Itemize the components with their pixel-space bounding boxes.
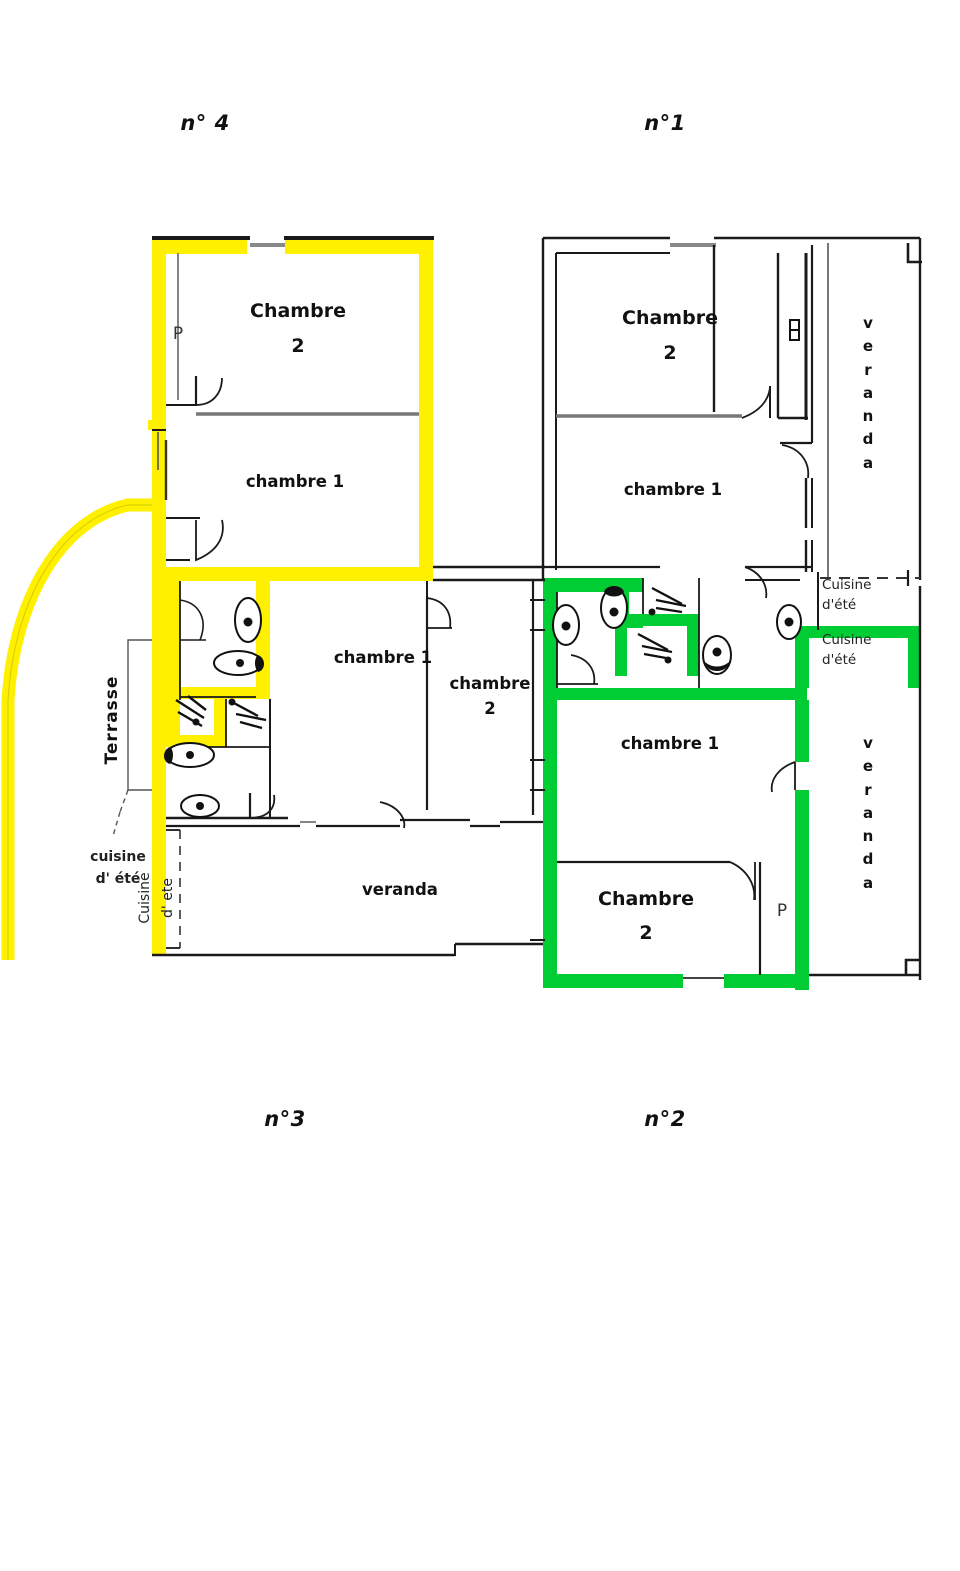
veranda-letter: a [862,453,874,472]
room-label-n1-veranda: v e r a n d a [856,312,880,475]
room-label-n1-chambre-2: Chambre [622,307,718,329]
room-label-n1-cuisine-ete-line2: d'été [822,597,857,613]
veranda-letter: a [862,383,874,402]
annotation-cuisine-ete-line1: cuisine [90,849,146,865]
veranda-letter: d [862,850,874,869]
green-highlight-walls [543,578,920,990]
room-label-n4-chambre-2-number: 2 [291,335,305,357]
room-label-n3-chambre-2-number: 2 [484,699,496,718]
room-label-n2-veranda: v e r a n d a [856,732,880,895]
room-label-n2-placard: P [776,901,788,921]
room-label-n2-chambre-1: chambre 1 [620,734,720,753]
yellow-highlight-walls [1,240,433,960]
shower-icon [651,586,687,614]
room-label-n1-chambre-1: chambre 1 [623,480,723,499]
apartment-label-n3: n°3 [264,1107,306,1131]
room-label-n2-chambre-2: Chambre [598,888,694,910]
veranda-letter: a [862,873,874,892]
annotation-cuisine-ete-line2: d' été [95,871,141,887]
veranda-letter: a [862,803,874,822]
veranda-letter: e [862,757,874,776]
veranda-letter: r [864,780,872,799]
room-label-n2-cuisine-ete-line1: Cuisine [822,632,872,648]
room-label-n1-chambre-2-number: 2 [663,342,677,364]
room-label-n3-chambre-1: chambre 1 [333,648,433,667]
shower-icon [231,700,267,730]
veranda-letter: v [863,314,873,332]
room-label-n2-cuisine-ete-line2: d'été [822,652,857,668]
plumbing-fixtures [164,319,802,818]
room-label-n4-chambre-2: Chambre [250,300,346,322]
room-label-n4-chambre-1: chambre 1 [245,472,345,491]
veranda-letter: n [862,407,874,425]
structural-walls [152,236,922,980]
veranda-letter: n [862,827,874,845]
apartment-label-n1: n°1 [644,111,686,135]
veranda-letter: e [862,337,874,356]
veranda-letter: r [864,360,872,379]
veranda-letter: v [863,734,873,752]
room-label-n1-cuisine-ete-line1: Cuisine [822,577,872,593]
apartment-label-n2: n°2 [644,1107,686,1131]
apartment-label-n4: n° 4 [180,111,230,135]
room-label-n2-chambre-2-number: 2 [639,922,653,944]
shower-icon [175,695,207,728]
room-label-n4-placard: P [172,324,184,344]
veranda-letter: d [862,430,874,449]
room-label-n3-veranda: veranda [362,880,438,899]
area-label-terrasse: Terrasse [102,675,122,765]
room-label-n3-chambre-2: chambre [449,674,531,693]
shower-icon [637,632,673,660]
annotation-leaders [112,639,152,837]
